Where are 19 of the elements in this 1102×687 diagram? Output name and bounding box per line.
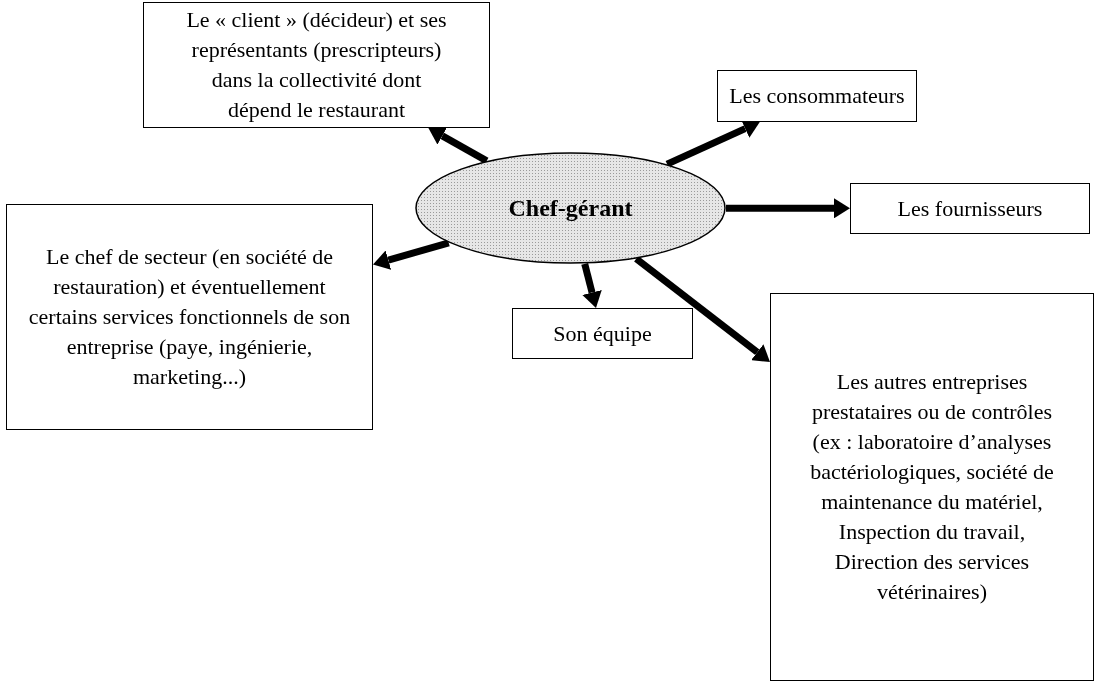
box-text: Les autres entreprises prestataires ou de contrôles (ex : laboratoire d’analyses bactériologiques, société de maintenance du matériel, Inspection du travail, Direction des services vétérinaires)	[809, 368, 1055, 606]
arrow	[581, 262, 602, 308]
box-text: Le chef de secteur (en société de restauration) et éventuellement certains services fonctionnels de son entreprise (paye, ingénierie, marketing...)	[27, 243, 352, 391]
arrow	[634, 255, 770, 362]
text-box	[770, 293, 1094, 681]
arrow	[726, 198, 850, 219]
box-text: Les fournisseurs	[897, 194, 1043, 223]
arrow	[428, 127, 489, 164]
node-label: Chef-gérant	[508, 194, 633, 223]
text-box	[143, 2, 490, 128]
box-text: Les consommateurs	[729, 82, 905, 110]
text-box	[6, 204, 373, 430]
box-text: Le « client » (décideur) et ses représentants (prescripteurs) dans la collectivité dont dépend le restaurant	[185, 6, 448, 124]
arrow	[373, 239, 450, 270]
text-box	[512, 308, 693, 359]
box-text: Son équipe	[553, 319, 652, 348]
ellipse-node	[415, 152, 726, 264]
text-box	[850, 183, 1090, 234]
text-box	[717, 70, 917, 122]
